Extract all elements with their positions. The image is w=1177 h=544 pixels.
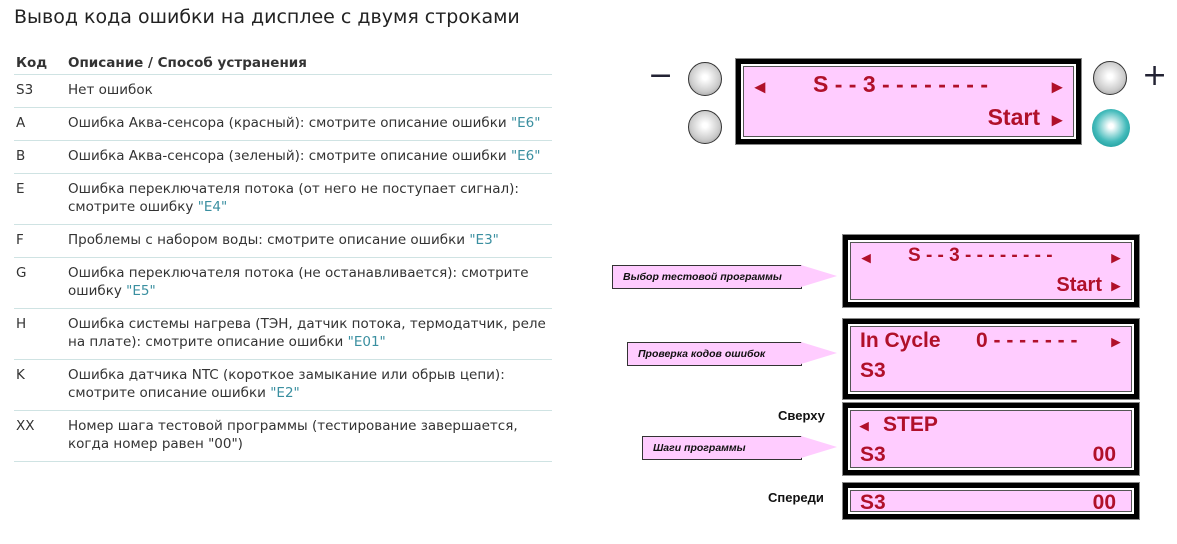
display-test-program: ◂ S - - 3 - - - - - - - - ▸ Start ▸ [842,234,1140,308]
error-code: G [16,265,27,281]
description-text: Номер шага тестовой программы (тестирова… [68,418,518,452]
error-link[interactable]: "E5" [126,283,156,299]
display-counter: 0 - - - - - - - [976,329,1078,352]
arrow-right-icon: ▸ [1051,76,1062,98]
error-code: A [16,115,26,131]
display-line-2: S3 [860,359,886,382]
arrow-right-icon: ▸ [1111,276,1120,295]
table-header: Код Описание / Способ устранения [14,52,552,75]
error-code: F [16,232,24,248]
error-description: Ошибка датчика NTC (короткое замыкание и… [68,366,552,402]
error-code: B [16,148,26,164]
error-description: Ошибка переключателя потока (от него не … [68,180,552,216]
table-row: A Ошибка Аква-сенсора (красный): смотрите… [14,108,552,141]
display-step: STEP [883,413,938,436]
display-step-number: 00 [1092,443,1116,466]
display-front: S3 00 [842,482,1140,520]
error-code: E [16,181,25,197]
arrow-left-icon: ◂ [755,76,766,98]
error-link[interactable]: "E3" [469,232,499,248]
main-display: ◂ S - - 3 - - - - - - - - ▸ Start ▸ [735,58,1082,145]
error-code-table: Код Описание / Способ устранения S3 Нет о… [14,52,552,462]
error-description: Ошибка Аква-сенсора (красный): смотрите … [68,114,552,132]
display-line-2: Start [987,104,1040,130]
description-text: Ошибка системы нагрева (ТЭН, датчик пото… [68,316,546,350]
error-link[interactable]: "E6" [510,115,541,131]
error-description: Ошибка системы нагрева (ТЭН, датчик пото… [68,315,552,351]
error-code: XX [16,418,35,434]
description-text: Ошибка переключателя потока (от него не … [68,181,519,215]
left-lower-button[interactable] [688,110,722,144]
error-code: S3 [16,82,34,98]
display-in-cycle: In Cycle [860,329,941,352]
display-program-steps: ◂ STEP S3 00 [842,402,1140,476]
error-description: Ошибка переключателя потока (не останавл… [68,264,552,300]
table-row: B Ошибка Аква-сенсора (зеленый): смотрите… [14,141,552,174]
display-code: S3 [860,443,886,466]
label-top: Сверху [778,408,825,423]
description-text: Ошибка датчика NTC (короткое замыкание и… [68,367,505,401]
page-title: Вывод кода ошибки на дисплее с двумя стр… [14,6,520,28]
display-line-2: Start [1056,274,1102,296]
arrow-left-icon: ◂ [860,416,869,435]
minus-sign: − [648,58,674,93]
header-description: Описание / Способ устранения [68,55,307,71]
arrow-right-icon: ▸ [1051,109,1062,131]
error-description: Нет ошибок [68,81,552,99]
description-text: Ошибка Аква-сенсора (зеленый): смотрите … [68,148,511,164]
description-text: Проблемы с набором воды: смотрите описан… [68,232,470,248]
tag-program-steps: Шаги программы [642,436,837,460]
plus-button[interactable] [1093,61,1127,95]
error-link[interactable]: "E6" [510,148,541,164]
table-row: S3 Нет ошибок [14,75,552,108]
label-front: Спереди [768,490,824,505]
display-error-check: In Cycle 0 - - - - - - - ▸ S3 [842,318,1140,400]
error-code: H [16,316,27,332]
error-link[interactable]: "E2" [270,385,300,401]
minus-button[interactable] [688,62,722,96]
error-description: Номер шага тестовой программы (тестирова… [68,417,552,453]
display-code: S3 [860,491,886,514]
display-step-number: 00 [1092,491,1116,514]
arrow-left-icon: ◂ [862,248,871,267]
table-row: XX Номер шага тестовой программы (тестиро… [14,411,552,462]
table-row: H Ошибка системы нагрева (ТЭН, датчик пот… [14,309,552,360]
table-row: F Проблемы с набором воды: смотрите описа… [14,225,552,258]
error-link[interactable]: "E4" [197,199,228,215]
description-text: Ошибка переключателя потока (не останавл… [68,265,529,299]
tag-error-check: Проверка кодов ошибок [627,342,837,366]
arrow-right-icon: ▸ [1111,248,1120,267]
table-row: G Ошибка переключателя потока (не останав… [14,258,552,309]
header-code: Код [16,55,48,71]
arrow-right-icon: ▸ [1111,332,1120,351]
plus-sign: + [1142,58,1168,93]
display-line-1: S - - 3 - - - - - - - - [813,71,989,97]
error-code: K [16,367,25,383]
error-description: Проблемы с набором воды: смотрите описан… [68,231,552,249]
tag-test-program: Выбор тестовой программы [612,265,837,289]
table-row: K Ошибка датчика NTC (короткое замыкание … [14,360,552,411]
start-button[interactable] [1092,109,1130,147]
error-link[interactable]: "E01" [347,334,386,350]
error-description: Ошибка Аква-сенсора (зеленый): смотрите … [68,147,552,165]
description-text: Ошибка Аква-сенсора (красный): смотрите … [68,115,511,131]
display-line-1: S - - 3 - - - - - - - - [908,245,1053,266]
table-row: E Ошибка переключателя потока (от него не… [14,174,552,225]
description-text: Нет ошибок [68,82,153,98]
